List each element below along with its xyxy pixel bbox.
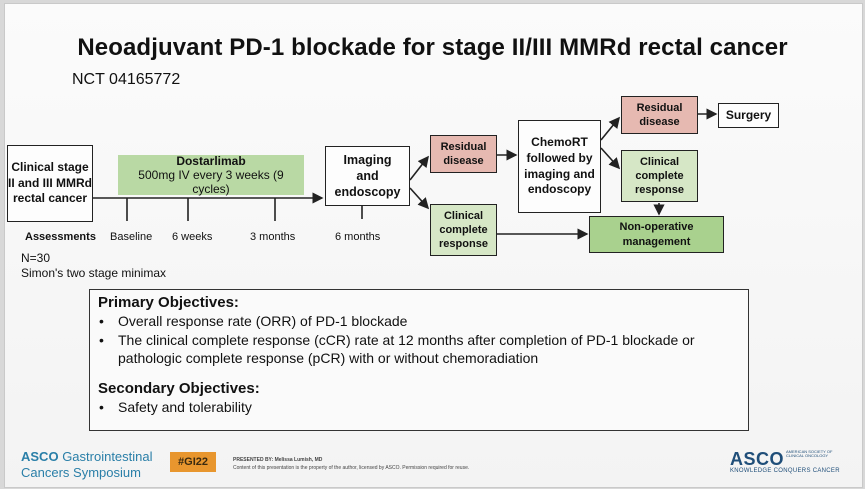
ccr-label-1: Clinical complete response [439,209,488,251]
timepoint-6-months: 6 months [335,231,381,243]
hashtag-badge: #GI22 [170,452,216,472]
list-item: • Safety and tolerability [98,398,740,417]
presenter-info: PRESENTED BY: Melissa Lumish, MD Content… [233,456,469,472]
primary-objective-1: Overall response rate (ORR) of PD-1 bloc… [118,313,408,329]
dostarlimab-bar: Dostarlimab 500mg IV every 3 weeks (9 cy… [118,154,304,196]
sample-size: N=30 [21,251,51,265]
asco-tagline: KNOWLEDGE CONQUERS CANCER [730,468,840,474]
non-operative-box: Non-operative management [589,216,724,253]
residual-disease-label-1: Residual disease [440,140,487,167]
residual-disease-label-2: Residual disease [636,101,683,128]
slide-title: Neoadjuvant PD-1 blockade for stage II/I… [77,34,788,61]
design-info: N=30 Simon's two stage minimax [21,251,166,281]
symposium-logo: ASCO Gastrointestinal Cancers Symposium [21,449,153,480]
chemort-box-label: ChemoRT followed by imaging and endoscop… [524,135,595,197]
disclaimer: Content of this presentation is the prop… [233,465,470,471]
primary-objectives-title: Primary Objectives: [98,294,239,311]
arrow-to-ccr-1 [409,187,430,210]
assessments-label: Assessments [25,231,96,243]
residual-disease-box-2: Residual disease [621,96,698,134]
list-item: • The clinical complete response (cCR) ra… [98,331,740,368]
treatment-regimen: 500mg IV every 3 weeks (9 cycles) [138,168,284,196]
bullet: • [99,331,104,348]
primary-objective-2: The clinical complete response (cCR) rat… [118,331,695,367]
surgery-box: Surgery [718,103,779,128]
chemort-box: ChemoRT followed by imaging and endoscop… [518,120,601,213]
secondary-objectives-title: Secondary Objectives: [98,379,260,397]
arrow-to-ccr-2 [600,147,621,170]
timepoint-3-months: 3 months [250,231,296,243]
list-item: • Overall response rate (ORR) of PD-1 blo… [98,312,740,331]
arrow-to-residual-2 [600,116,621,141]
trial-id: NCT 04165772 [72,71,181,88]
start-box: Clinical stage II and III MMRd rectal ca… [7,145,93,222]
treatment-name: Dostarlimab [176,154,246,168]
secondary-objective-1: Safety and tolerability [118,398,252,415]
timepoint-baseline: Baseline [110,231,153,243]
primary-objectives-list: • Overall response rate (ORR) of PD-1 blo… [98,312,740,368]
symposium-org: ASCO [21,449,59,464]
symposium-line-2: Cancers Symposium [21,464,141,480]
bullet: • [99,398,104,415]
secondary-objectives-list: • Safety and tolerability [98,398,740,417]
residual-disease-box-1: Residual disease [430,135,497,173]
asco-logo-text: ASCO [730,449,785,469]
imaging-box: Imaging and endoscopy [325,146,410,206]
symposium-line-1: Gastrointestinal [62,449,153,464]
asco-society: AMERICAN SOCIETY OF CLINICAL ONCOLOGY [786,448,833,458]
ccr-box-1: Clinical complete response [430,204,497,256]
bullet: • [99,313,104,329]
ccr-label-2: Clinical complete response [635,155,684,197]
ccr-box-2: Clinical complete response [621,150,698,202]
arrow-to-residual-1 [409,155,429,181]
surgery-box-label: Surgery [725,107,772,122]
non-operative-label: Non-operative management [619,221,694,248]
objectives-box: Primary Objectives: • Overall response ra… [89,289,749,431]
timepoint-6-weeks: 6 weeks [172,231,213,243]
start-box-label: Clinical stage II and III MMRd rectal ca… [8,160,92,206]
design-method: Simon's two stage minimax [21,266,167,280]
presented-by: PRESENTED BY: Melissa Lumish, MD [233,457,323,463]
imaging-box-label: Imaging and endoscopy [334,152,401,200]
